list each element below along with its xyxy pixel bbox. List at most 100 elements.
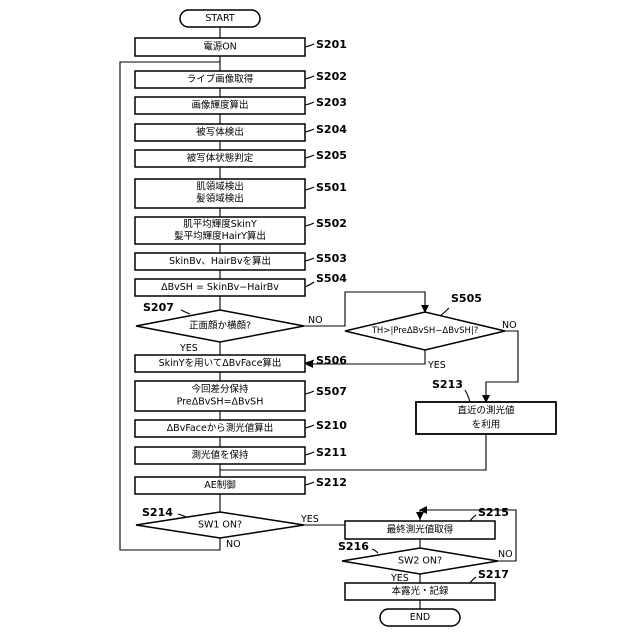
s505-yes-label: YES <box>427 360 446 371</box>
step-s502: 肌平均輝度SkinY 髪平均輝度HairY算出 <box>135 217 305 244</box>
decision-label: SW1 ON? <box>198 520 242 531</box>
step-code-s502: S502 <box>316 217 347 230</box>
start-terminal: START <box>180 10 260 27</box>
step-label-line2: PreΔBvSH=ΔBvSH <box>177 397 264 408</box>
leader-s503 <box>305 258 314 261</box>
leader-s211 <box>305 452 314 455</box>
decision-s505: TH>|PreΔBvSH−ΔBvSH|? <box>345 312 505 350</box>
step-s201: 電源ON <box>135 38 305 56</box>
s214-yes-label: YES <box>300 514 319 525</box>
step-label-line1: 肌平均輝度SkinY <box>183 218 257 230</box>
step-label: 最終測光値取得 <box>387 524 454 536</box>
step-s506: SkinYを用いてΔBvFace算出 <box>135 355 305 372</box>
step-label: 被写体検出 <box>196 126 244 138</box>
step-code-s215: S215 <box>478 506 509 519</box>
step-label: 測光値を保持 <box>191 449 249 461</box>
step-code-s217: S217 <box>478 568 509 581</box>
step-s215: 最終測光値取得 <box>345 521 495 539</box>
step-code-s504: S504 <box>316 272 347 285</box>
connector-s505-no <box>486 331 518 402</box>
step-label-line2: 髪領域検出 <box>196 193 244 205</box>
leader-s505 <box>440 308 449 316</box>
leader-s214 <box>178 514 186 517</box>
step-label: SkinYを用いてΔBvFace算出 <box>159 357 282 369</box>
step-code-s203: S203 <box>316 96 347 109</box>
s207-yes-label: YES <box>179 343 198 354</box>
start-label: START <box>205 13 235 24</box>
step-label: ΔBvFaceから測光値算出 <box>167 422 274 434</box>
step-code-s503: S503 <box>316 252 347 265</box>
leader-s501 <box>305 187 314 190</box>
leader-s210 <box>305 425 314 428</box>
step-s504: ΔBvSH = SkinBv−HairBv <box>135 279 305 296</box>
s207-no-label: NO <box>308 315 323 326</box>
leader-s504 <box>305 282 314 287</box>
step-code-s505: S505 <box>451 292 482 305</box>
leader-s204 <box>305 129 314 132</box>
step-label-line1: 今回差分保持 <box>191 383 249 395</box>
leader-s205 <box>305 155 314 158</box>
step-label-line2: 髪平均輝度HairY算出 <box>174 230 266 242</box>
step-label: AE制御 <box>204 479 236 491</box>
leader-s215 <box>470 515 476 521</box>
step-label-line1: 直近の測光値 <box>457 405 515 417</box>
step-codes: S201 S202 S203 S204 S205 S501 S502 S503 … <box>142 38 509 583</box>
leader-s216 <box>372 549 378 553</box>
leader-s203 <box>305 102 314 105</box>
step-label: SkinBv、HairBvを算出 <box>169 255 271 267</box>
step-code-s214: S214 <box>142 506 173 519</box>
leader-s507 <box>305 391 314 394</box>
step-code-s506: S506 <box>316 354 347 367</box>
leader-s217 <box>470 577 476 583</box>
s505-no-label: NO <box>502 320 517 331</box>
leader-s506 <box>305 360 314 363</box>
step-s202: ライブ画像取得 <box>135 71 305 88</box>
step-code-s507: S507 <box>316 385 347 398</box>
step-label-line1: 肌領域検出 <box>196 181 244 193</box>
step-label: 画像輝度算出 <box>191 99 248 111</box>
leader-s207 <box>181 310 190 314</box>
s216-no-label: NO <box>498 549 513 560</box>
decision-s207: 正面顔か横顔? <box>136 310 304 342</box>
step-label: ΔBvSH = SkinBv−HairBv <box>161 282 279 293</box>
step-label: 本露光・記録 <box>391 585 449 597</box>
step-code-s212: S212 <box>316 476 347 489</box>
step-code-s207: S207 <box>143 301 174 314</box>
step-s507: 今回差分保持 PreΔBvSH=ΔBvSH <box>135 381 305 411</box>
step-s205: 被写体状態判定 <box>135 150 305 167</box>
step-code-s216: S216 <box>338 540 369 553</box>
step-code-s202: S202 <box>316 70 347 83</box>
step-s213: 直近の測光値 を利用 <box>416 402 556 434</box>
s216-yes-label: YES <box>390 573 409 584</box>
step-s501: 肌領域検出 髪領域検出 <box>135 179 305 208</box>
step-s217: 本露光・記録 <box>345 583 495 600</box>
step-code-s211: S211 <box>316 446 347 459</box>
step-s204: 被写体検出 <box>135 124 305 141</box>
s214-no-label: NO <box>226 539 241 550</box>
decision-label: 正面顔か横顔? <box>189 320 251 332</box>
step-label: 被写体状態判定 <box>187 152 254 164</box>
leader-s502 <box>305 223 314 226</box>
step-s503: SkinBv、HairBvを算出 <box>135 253 305 270</box>
step-label: ライブ画像取得 <box>187 73 254 85</box>
step-code-s201: S201 <box>316 38 347 51</box>
step-code-s501: S501 <box>316 181 347 194</box>
step-label-line2: を利用 <box>472 419 501 431</box>
step-code-s210: S210 <box>316 419 347 432</box>
step-s210: ΔBvFaceから測光値算出 <box>135 420 305 437</box>
leader-s212 <box>305 482 314 485</box>
step-s211: 測光値を保持 <box>135 447 305 464</box>
end-terminal: END <box>380 609 460 626</box>
decision-label: SW2 ON? <box>398 556 442 567</box>
step-code-s204: S204 <box>316 123 347 136</box>
leader-s202 <box>305 76 314 79</box>
end-label: END <box>410 612 430 623</box>
step-code-s205: S205 <box>316 149 347 162</box>
step-s203: 画像輝度算出 <box>135 97 305 114</box>
step-s212: AE制御 <box>135 477 305 494</box>
leader-s213 <box>465 390 470 402</box>
step-label: 電源ON <box>203 42 237 53</box>
leader-s201 <box>305 44 314 47</box>
step-code-s213: S213 <box>432 378 463 391</box>
